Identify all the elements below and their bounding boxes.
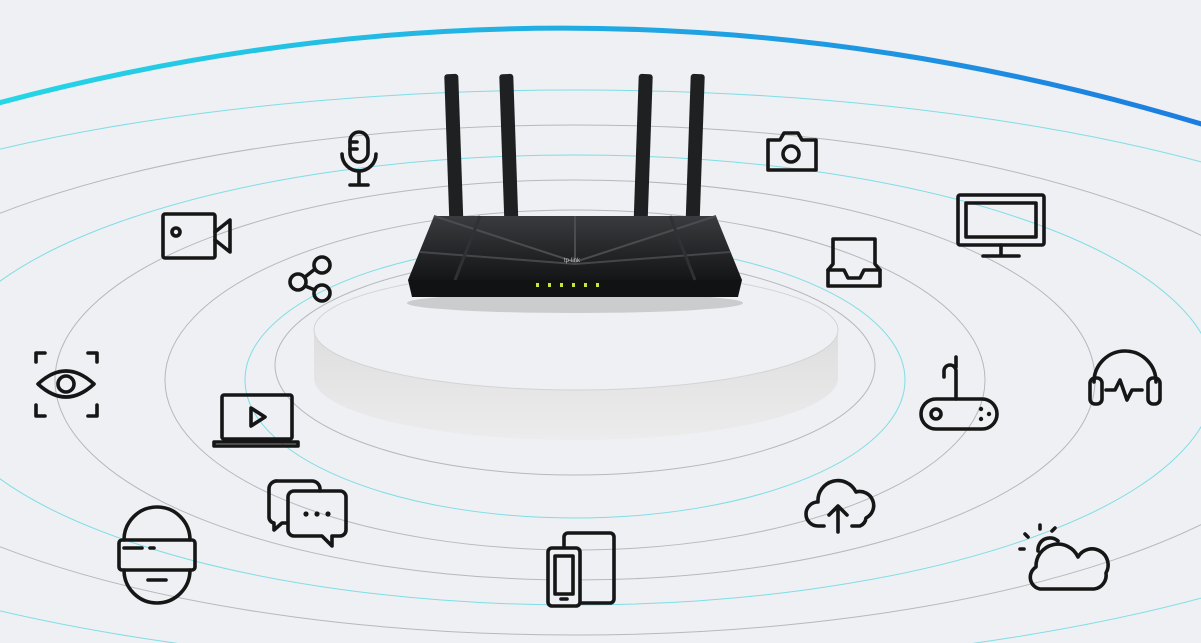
headphones-icon xyxy=(1088,349,1162,406)
weather-icon xyxy=(1018,523,1110,591)
cloud-upload-icon xyxy=(804,478,876,534)
laptop-play-icon xyxy=(212,393,300,448)
router-led xyxy=(560,283,563,287)
chat-bubbles-icon xyxy=(267,479,348,548)
eye-scan-icon xyxy=(34,351,99,418)
router: tp-link xyxy=(407,73,743,313)
coverage-arc xyxy=(0,25,1201,127)
microphone-icon xyxy=(340,130,378,187)
inbox-tray-icon xyxy=(826,237,882,288)
router-led xyxy=(584,283,587,287)
router-led xyxy=(596,283,599,287)
camera-icon xyxy=(766,131,818,172)
router-led xyxy=(572,283,575,287)
game-controller-icon xyxy=(919,355,999,431)
share-icon xyxy=(288,255,332,303)
router-led xyxy=(548,283,551,287)
router-brand: tp-link xyxy=(564,258,581,264)
phone-tablet-icon xyxy=(546,531,616,608)
router-leds xyxy=(536,283,599,287)
video-camera-icon xyxy=(161,212,232,260)
router-led xyxy=(536,283,539,287)
vr-headset-icon xyxy=(117,505,197,605)
monitor-icon xyxy=(956,193,1046,258)
